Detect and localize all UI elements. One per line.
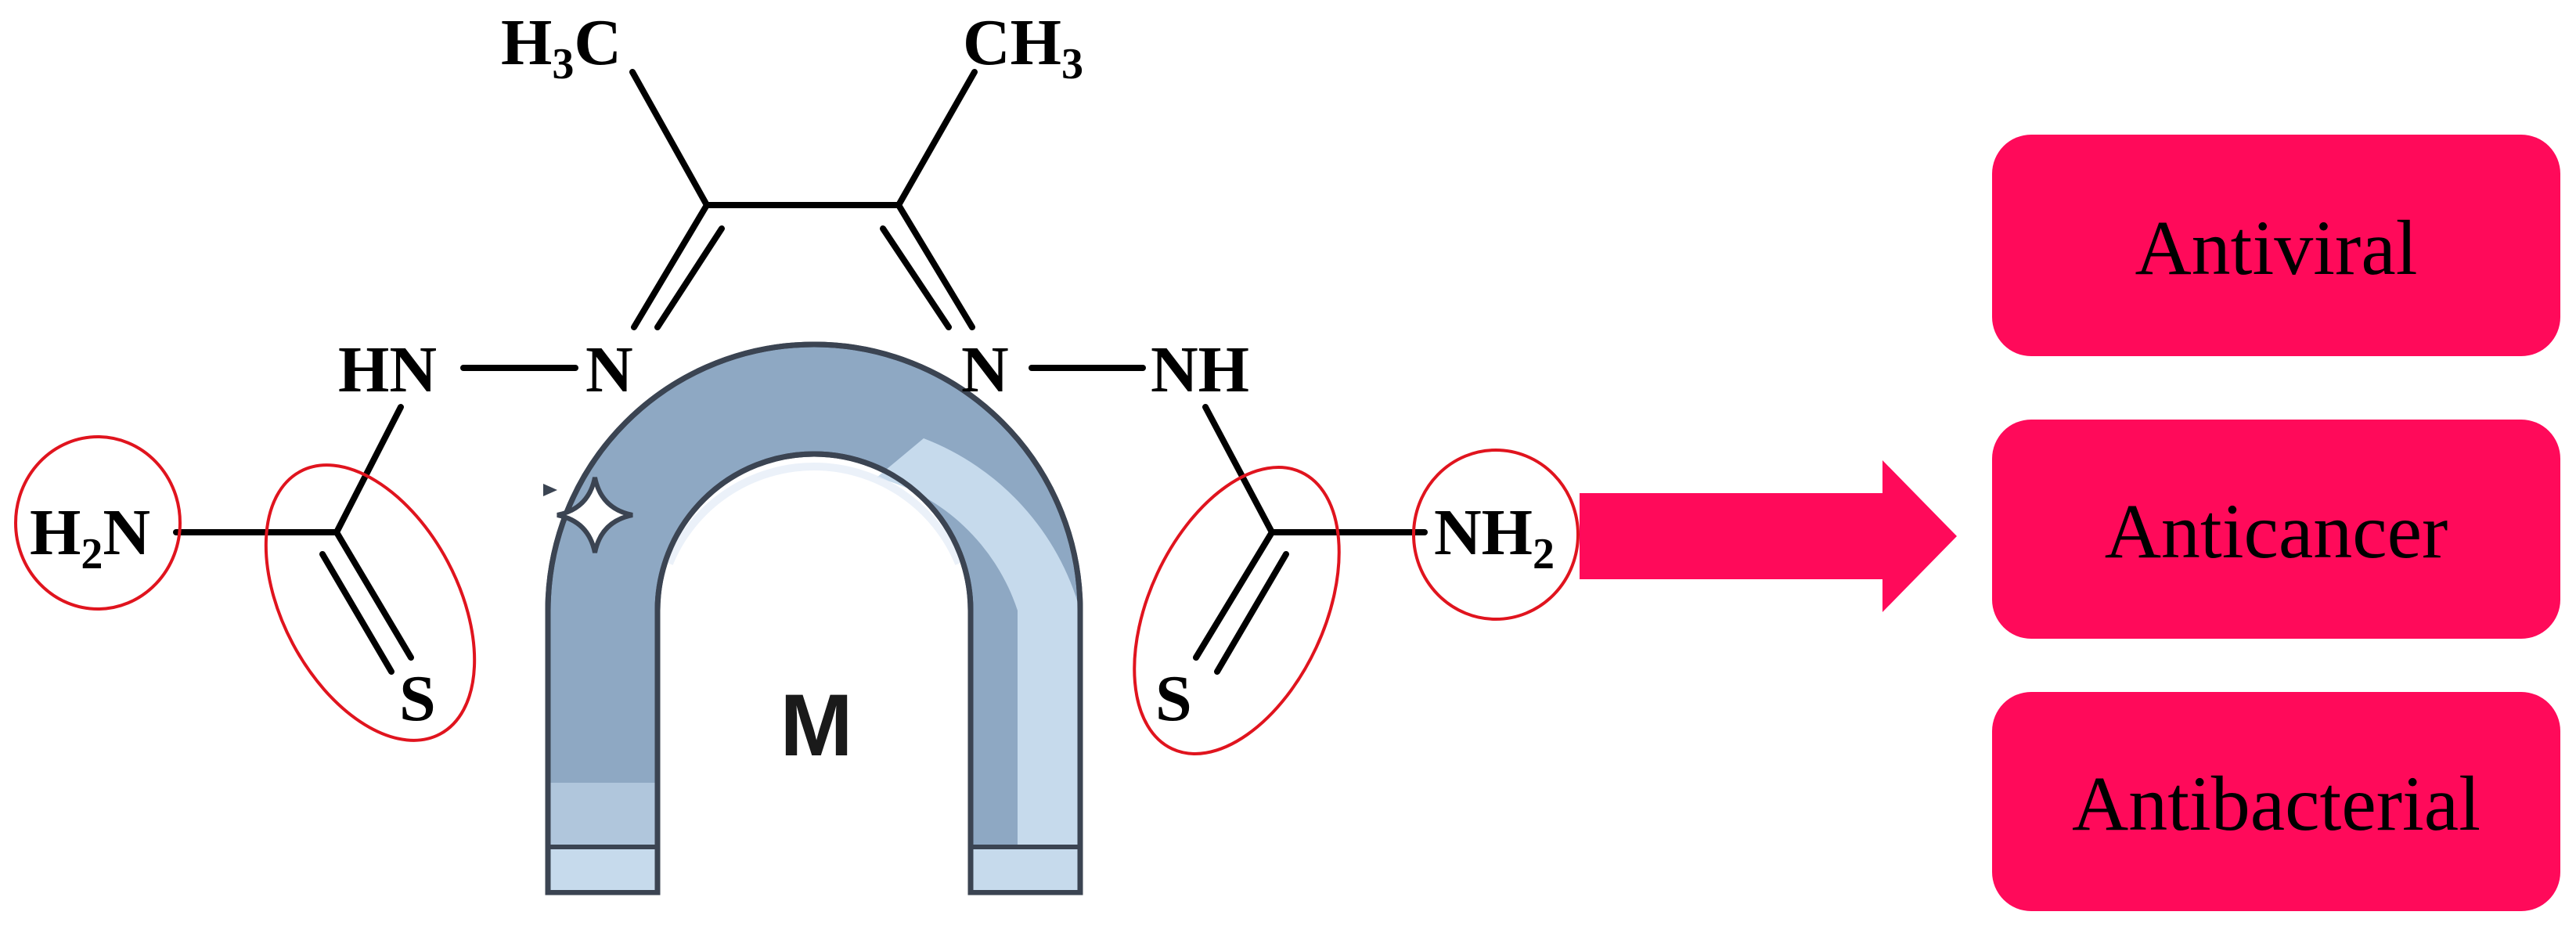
atom-amine-right: NH2 (1434, 496, 1555, 578)
magnet-icon (545, 341, 1083, 895)
highlight-amine-right (1412, 449, 1580, 621)
magnet-outline (545, 341, 1083, 892)
activity-pill-antibacterial (1992, 692, 2560, 911)
atom-hn-left: HN (338, 333, 437, 406)
bond-c-n-left-b (654, 225, 725, 330)
highlight-thione-left (264, 463, 477, 742)
bond-cs-right-a (1193, 529, 1275, 661)
activity-list: Antiviral Anticancer Antibacterial (1992, 135, 2560, 911)
bond-c-n-right-b (880, 225, 952, 330)
atom-nh-right: NH (1151, 333, 1249, 406)
bond-c-n-right-a (895, 202, 975, 330)
bond-c-n-left-a (631, 202, 710, 330)
bond-nh-cs-right (1202, 404, 1275, 535)
atom-methyl-right: CH3 (963, 6, 1083, 88)
metal-label: M (780, 676, 852, 774)
bond-cs-right-b (1214, 551, 1289, 675)
magnet-pole-left (546, 845, 660, 895)
activity-label-anticancer: Anticancer (2105, 488, 2448, 575)
bonds (173, 69, 1428, 675)
bond-hn-cs-left (333, 404, 404, 535)
bond-cs-left-a (333, 529, 414, 661)
magnet-pole-right (968, 845, 1083, 895)
magnet-gloss (665, 463, 963, 565)
bond-ch3-c-left (629, 69, 710, 208)
activity-label-antiviral: Antiviral (2135, 204, 2417, 291)
atom-amine-left: H2N (30, 496, 150, 578)
donor-site-highlights (14, 435, 1580, 755)
sparkle-icon (557, 477, 633, 553)
activity-label-antibacterial: Antibacterial (2072, 760, 2481, 847)
atom-n-left: N (585, 333, 633, 406)
highlight-thione-right (1133, 466, 1341, 755)
magnet-highlight (877, 438, 1080, 892)
magnet-highlight-left (548, 783, 658, 853)
activity-pill-anticancer (1992, 420, 2560, 639)
atom-methyl-left: H3C (501, 6, 621, 88)
atom-s-right: S (1155, 662, 1192, 735)
activity-pill-antiviral (1992, 135, 2560, 356)
highlight-amine-left (14, 435, 182, 611)
atom-s-left: S (399, 662, 436, 735)
bond-cs-left-b (319, 551, 395, 675)
atom-n-right: N (961, 333, 1009, 406)
bond-ch3-c-right (895, 69, 978, 208)
sparkle-dot (543, 484, 557, 496)
arrow-right-icon (1580, 460, 1957, 612)
